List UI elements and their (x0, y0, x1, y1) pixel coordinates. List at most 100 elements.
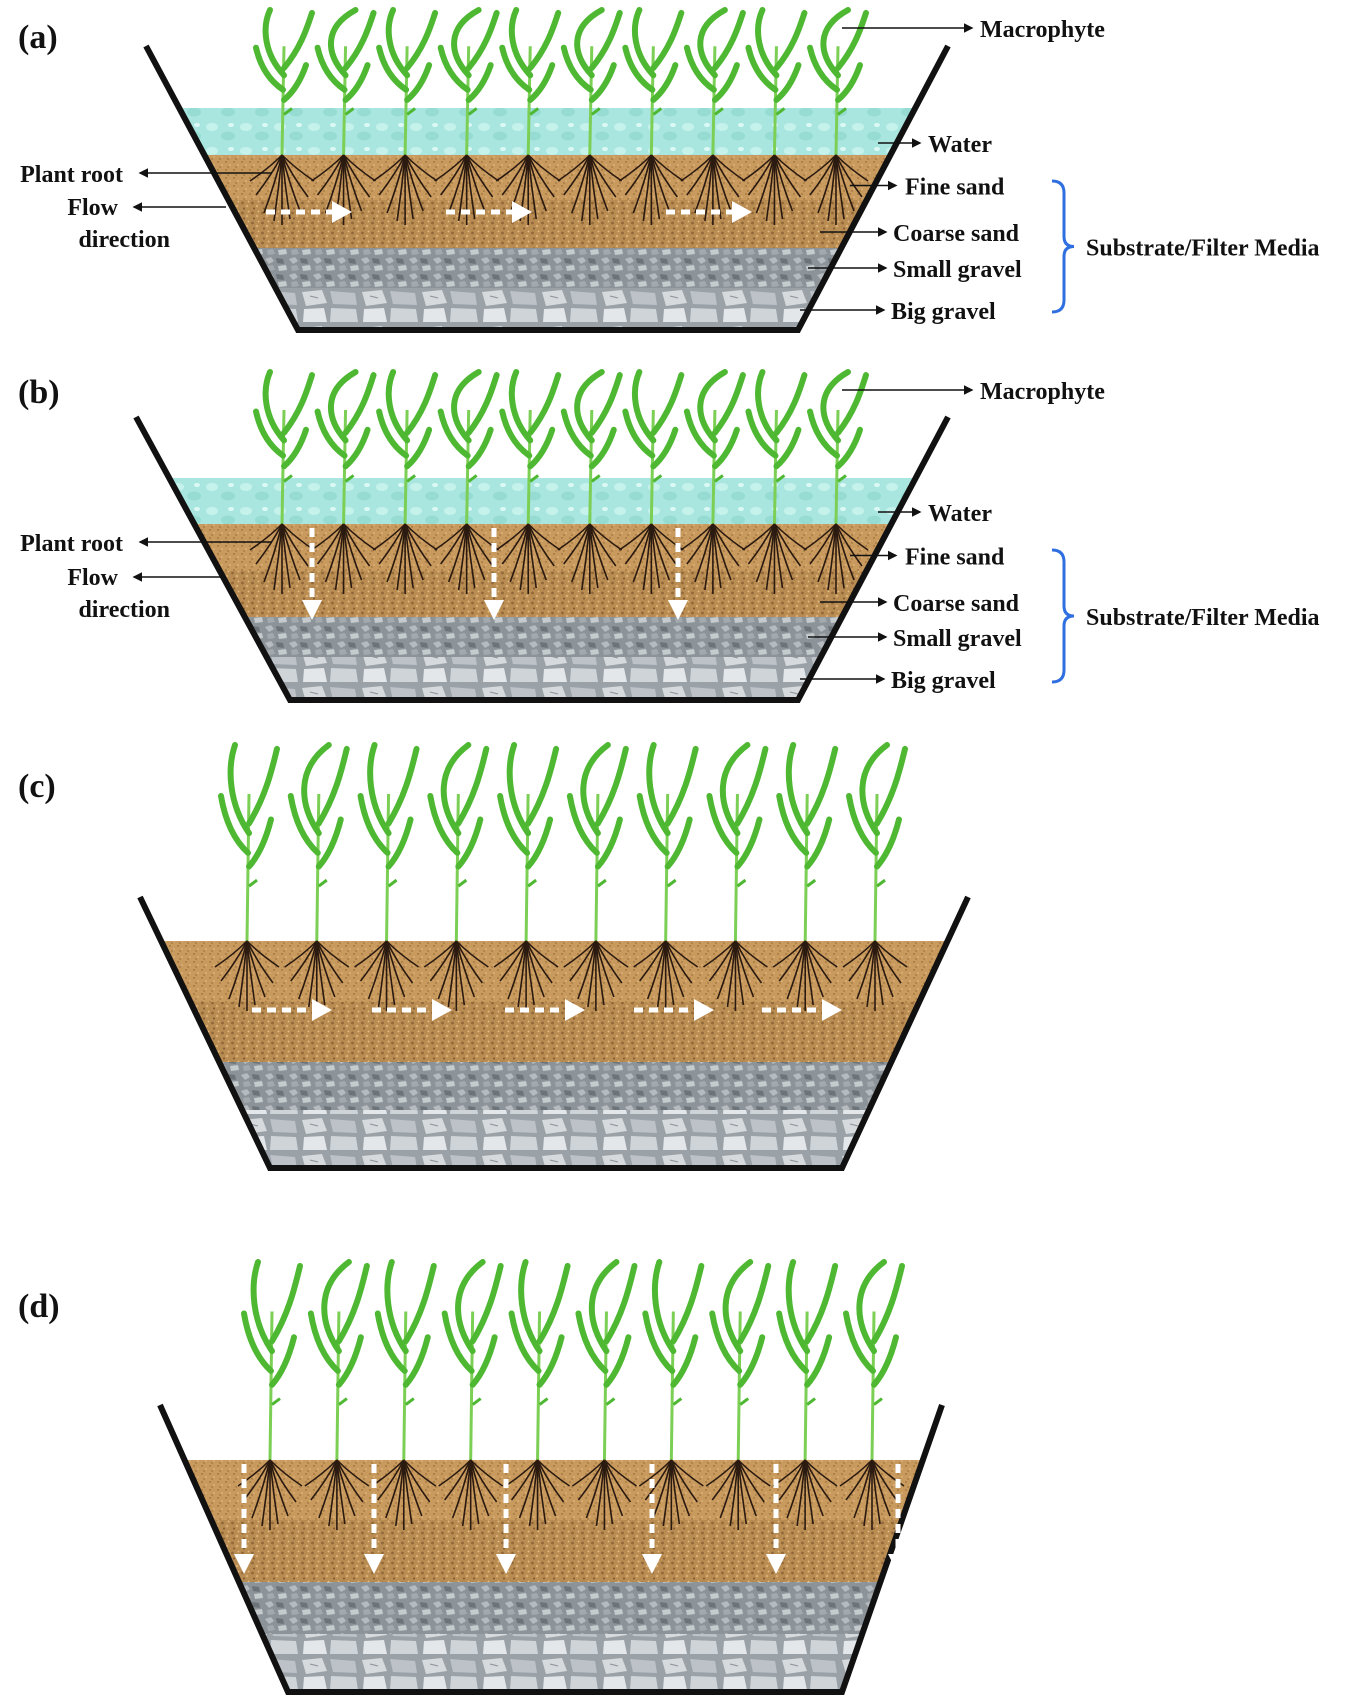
root-strand (403, 1459, 437, 1487)
macrophyte-plant (557, 7, 623, 225)
panel-c: (c) (18, 742, 971, 1171)
plant-leaf (457, 878, 468, 888)
root-strand (589, 523, 623, 551)
plant-leaf (652, 1259, 677, 1355)
plant-leaf (357, 792, 391, 856)
plant-leaf (315, 816, 344, 870)
macrophyte-plant (372, 7, 439, 225)
plant-leaf (402, 1334, 431, 1388)
plant-leaf (536, 1262, 571, 1345)
flow-arrow (496, 1464, 516, 1574)
plant-root (741, 154, 807, 225)
plant-leaf (745, 44, 779, 93)
plant-leaf (631, 369, 657, 444)
flow-direction-label: direction (78, 227, 170, 253)
root-strand (214, 940, 248, 968)
root-strand (664, 940, 693, 984)
plant-leaf (588, 1259, 620, 1355)
plant-leaf (713, 474, 724, 483)
root-strand (664, 940, 675, 1006)
root-strand (527, 523, 547, 581)
plant-leaf (287, 792, 321, 856)
root-strand (835, 523, 863, 567)
plant-leaf (527, 62, 556, 103)
root-strand (495, 154, 529, 182)
plant-leaf (697, 7, 728, 79)
plant-root (423, 940, 489, 1011)
plant-leaf (775, 107, 786, 116)
flow-arrow-head (694, 999, 714, 1021)
plant-leaf (588, 372, 623, 436)
root-strand (603, 1459, 632, 1503)
small-gravel-layer (254, 248, 842, 288)
root-strand (633, 940, 667, 968)
plant-leaf (709, 1310, 743, 1374)
plant-leaf (342, 372, 377, 436)
root-strand (778, 940, 806, 982)
root-strand (469, 1459, 498, 1503)
plant-leaf (596, 878, 607, 888)
root-strand (505, 1459, 539, 1487)
root-strand (316, 523, 345, 565)
root-strand (525, 940, 535, 1006)
coarse-sand-layer (190, 1002, 920, 1062)
macrophyte-plant (304, 1259, 370, 1530)
root-strand (269, 1459, 289, 1517)
macrophyte-plant (803, 7, 869, 225)
root-strand (595, 940, 623, 984)
root-strand (595, 940, 629, 968)
small-gravel-layer (244, 617, 842, 657)
flow-arrow (505, 999, 585, 1021)
plant-leaf (440, 742, 472, 837)
root-strand (404, 523, 432, 567)
root-strand (804, 940, 838, 968)
root-strand (686, 523, 714, 565)
plant-leaf (376, 408, 410, 459)
plant-leaf (437, 408, 471, 459)
plant-leaf (465, 62, 494, 103)
root-strand (557, 154, 591, 182)
plant-leaf (773, 426, 802, 470)
plant-root (638, 1459, 704, 1530)
root-strand (434, 523, 468, 551)
root-strand (595, 940, 615, 998)
root-strand (510, 1459, 539, 1501)
root-strand (469, 1459, 490, 1517)
macrophyte-plant (284, 742, 350, 1011)
macrophyte-plant (434, 7, 500, 225)
small-gravel-layer (219, 1062, 892, 1110)
macrophyte-plant (249, 7, 315, 225)
root-strand (455, 940, 466, 1006)
macrophyte-plant (618, 369, 685, 594)
root-strand (378, 154, 406, 196)
plant-root-label: Plant root (20, 531, 123, 557)
plant-leaf (506, 742, 532, 837)
fine-sand-label: Fine sand (905, 175, 1005, 201)
coarse-sand-layer (228, 200, 867, 248)
macrophyte-label: Macrophyte (980, 379, 1105, 405)
root-strand (848, 940, 876, 982)
plant-leaf (837, 474, 847, 483)
plant-root (284, 940, 350, 1011)
plant-leaf (871, 1334, 899, 1388)
plant-leaf (469, 1334, 498, 1388)
root-strand (747, 523, 776, 565)
root-strand (469, 1459, 480, 1525)
plant-root (839, 1459, 905, 1530)
root-strand (536, 1459, 547, 1525)
macrophyte-plant (680, 7, 746, 225)
small-gravel-label: Small gravel (893, 257, 1022, 283)
plant-leaf (664, 745, 699, 827)
flow-arrow (668, 528, 688, 620)
root-strand (712, 523, 722, 589)
root-strand (342, 154, 377, 182)
wetland-basin-wall (137, 895, 971, 1171)
root-strand (269, 1459, 297, 1503)
plant-leaf (806, 878, 817, 888)
plant-leaf (873, 1397, 883, 1406)
plant-leaf (711, 372, 746, 436)
macrophyte-plant (633, 742, 699, 1011)
flow-arrow (302, 528, 322, 620)
